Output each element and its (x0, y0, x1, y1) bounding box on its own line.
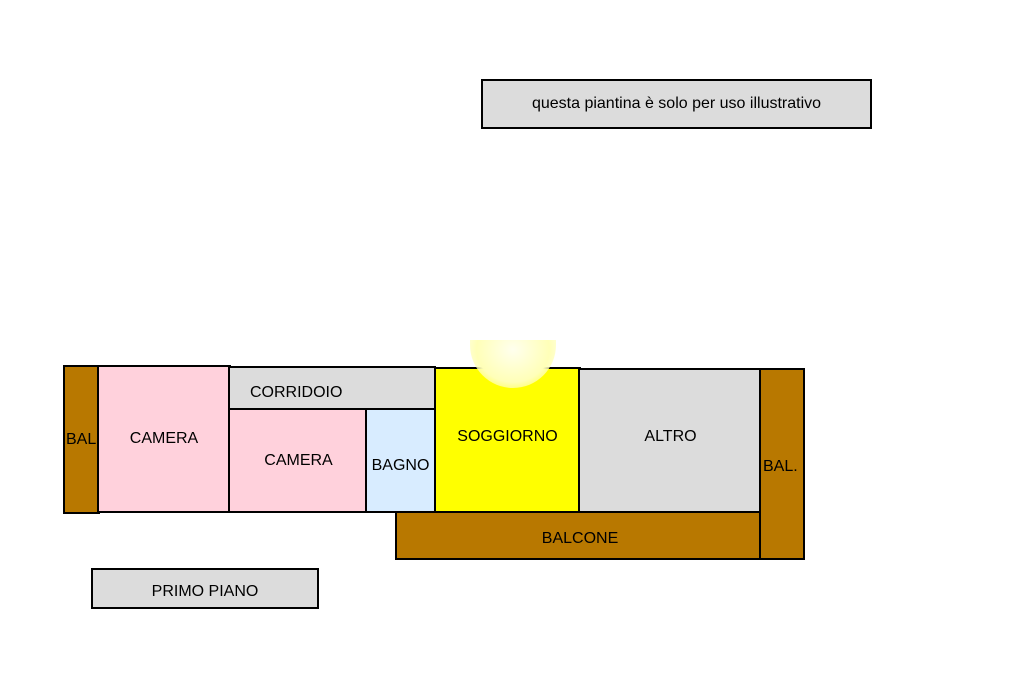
room-camera-2: CAMERA (228, 408, 369, 513)
floor-label-box: PRIMO PIANO (91, 568, 319, 609)
room-label-altro: ALTRO (644, 428, 697, 445)
room-altro: ALTRO (578, 368, 763, 514)
room-label-corridoio: CORRIDOIO (250, 383, 343, 401)
room-corridoio: CORRIDOIO (228, 366, 436, 411)
room-label-camera-1: CAMERA (129, 430, 199, 447)
room-bagno: BAGNO (365, 408, 436, 513)
room-balcony-right: BAL. (759, 368, 805, 560)
room-label-balcony-left: BAL (66, 430, 97, 448)
room-balcony-left: BAL (63, 365, 100, 514)
room-label-balcony-right: BAL. (763, 458, 798, 475)
room-label-bagno: BAGNO (371, 456, 430, 474)
floor-label-text: PRIMO PIANO (151, 582, 259, 600)
room-label-soggiorno: SOGGIORNO (457, 427, 558, 445)
room-label-camera-2: CAMERA (264, 451, 333, 469)
disclaimer-text: questa piantina è solo per uso illustrat… (531, 95, 822, 112)
room-label-balcone: BALCONE (541, 529, 619, 547)
room-soggiorno: SOGGIORNO (434, 367, 581, 514)
disclaimer-box: questa piantina è solo per uso illustrat… (481, 79, 872, 129)
room-balcone: BALCONE (395, 511, 765, 560)
room-camera-1: CAMERA (97, 365, 231, 513)
